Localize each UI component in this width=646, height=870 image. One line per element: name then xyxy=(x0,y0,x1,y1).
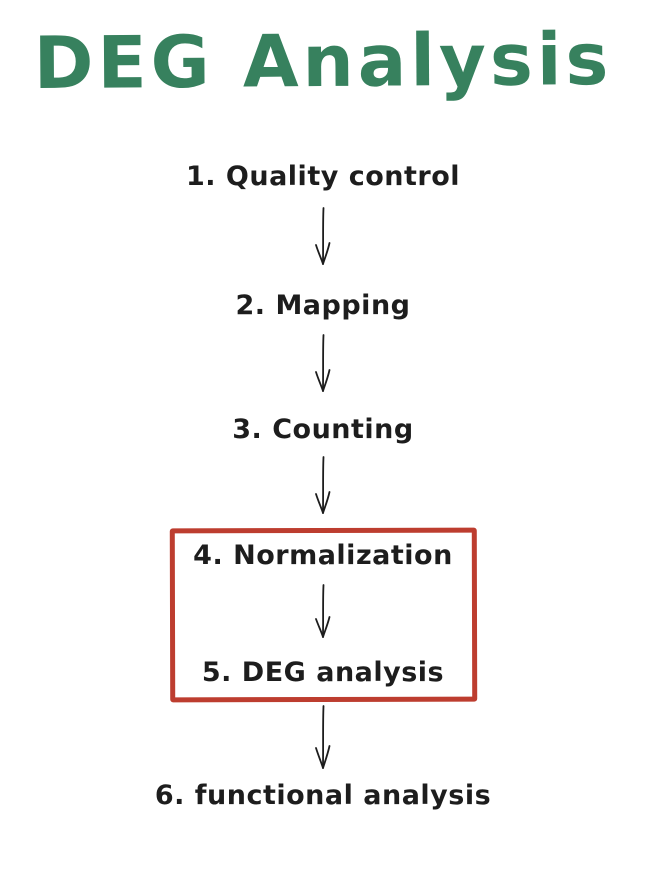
step-deg-analysis: 5. DEG analysis xyxy=(0,656,646,690)
step-label: 6. functional analysis xyxy=(154,780,492,811)
step-normalization: 4. Normalization xyxy=(0,539,646,573)
down-arrow-icon xyxy=(0,584,646,642)
step-label: 2. Mapping xyxy=(235,290,411,321)
down-arrow-icon xyxy=(0,456,646,518)
step-label: 4. Normalization xyxy=(193,540,453,571)
page-title: DEG Analysis xyxy=(33,16,613,106)
step-functional-analysis: 6. functional analysis xyxy=(0,779,646,813)
step-label: 3. Counting xyxy=(232,414,414,445)
step-label: 1. Quality control xyxy=(185,161,461,192)
step-label: 5. DEG analysis xyxy=(201,657,445,688)
step-counting: 3. Counting xyxy=(0,413,646,447)
down-arrow-icon xyxy=(0,207,646,269)
step-mapping: 2. Mapping xyxy=(0,289,646,323)
step-quality-control: 1. Quality control xyxy=(0,160,646,194)
down-arrow-icon xyxy=(0,334,646,396)
down-arrow-icon xyxy=(0,705,646,773)
